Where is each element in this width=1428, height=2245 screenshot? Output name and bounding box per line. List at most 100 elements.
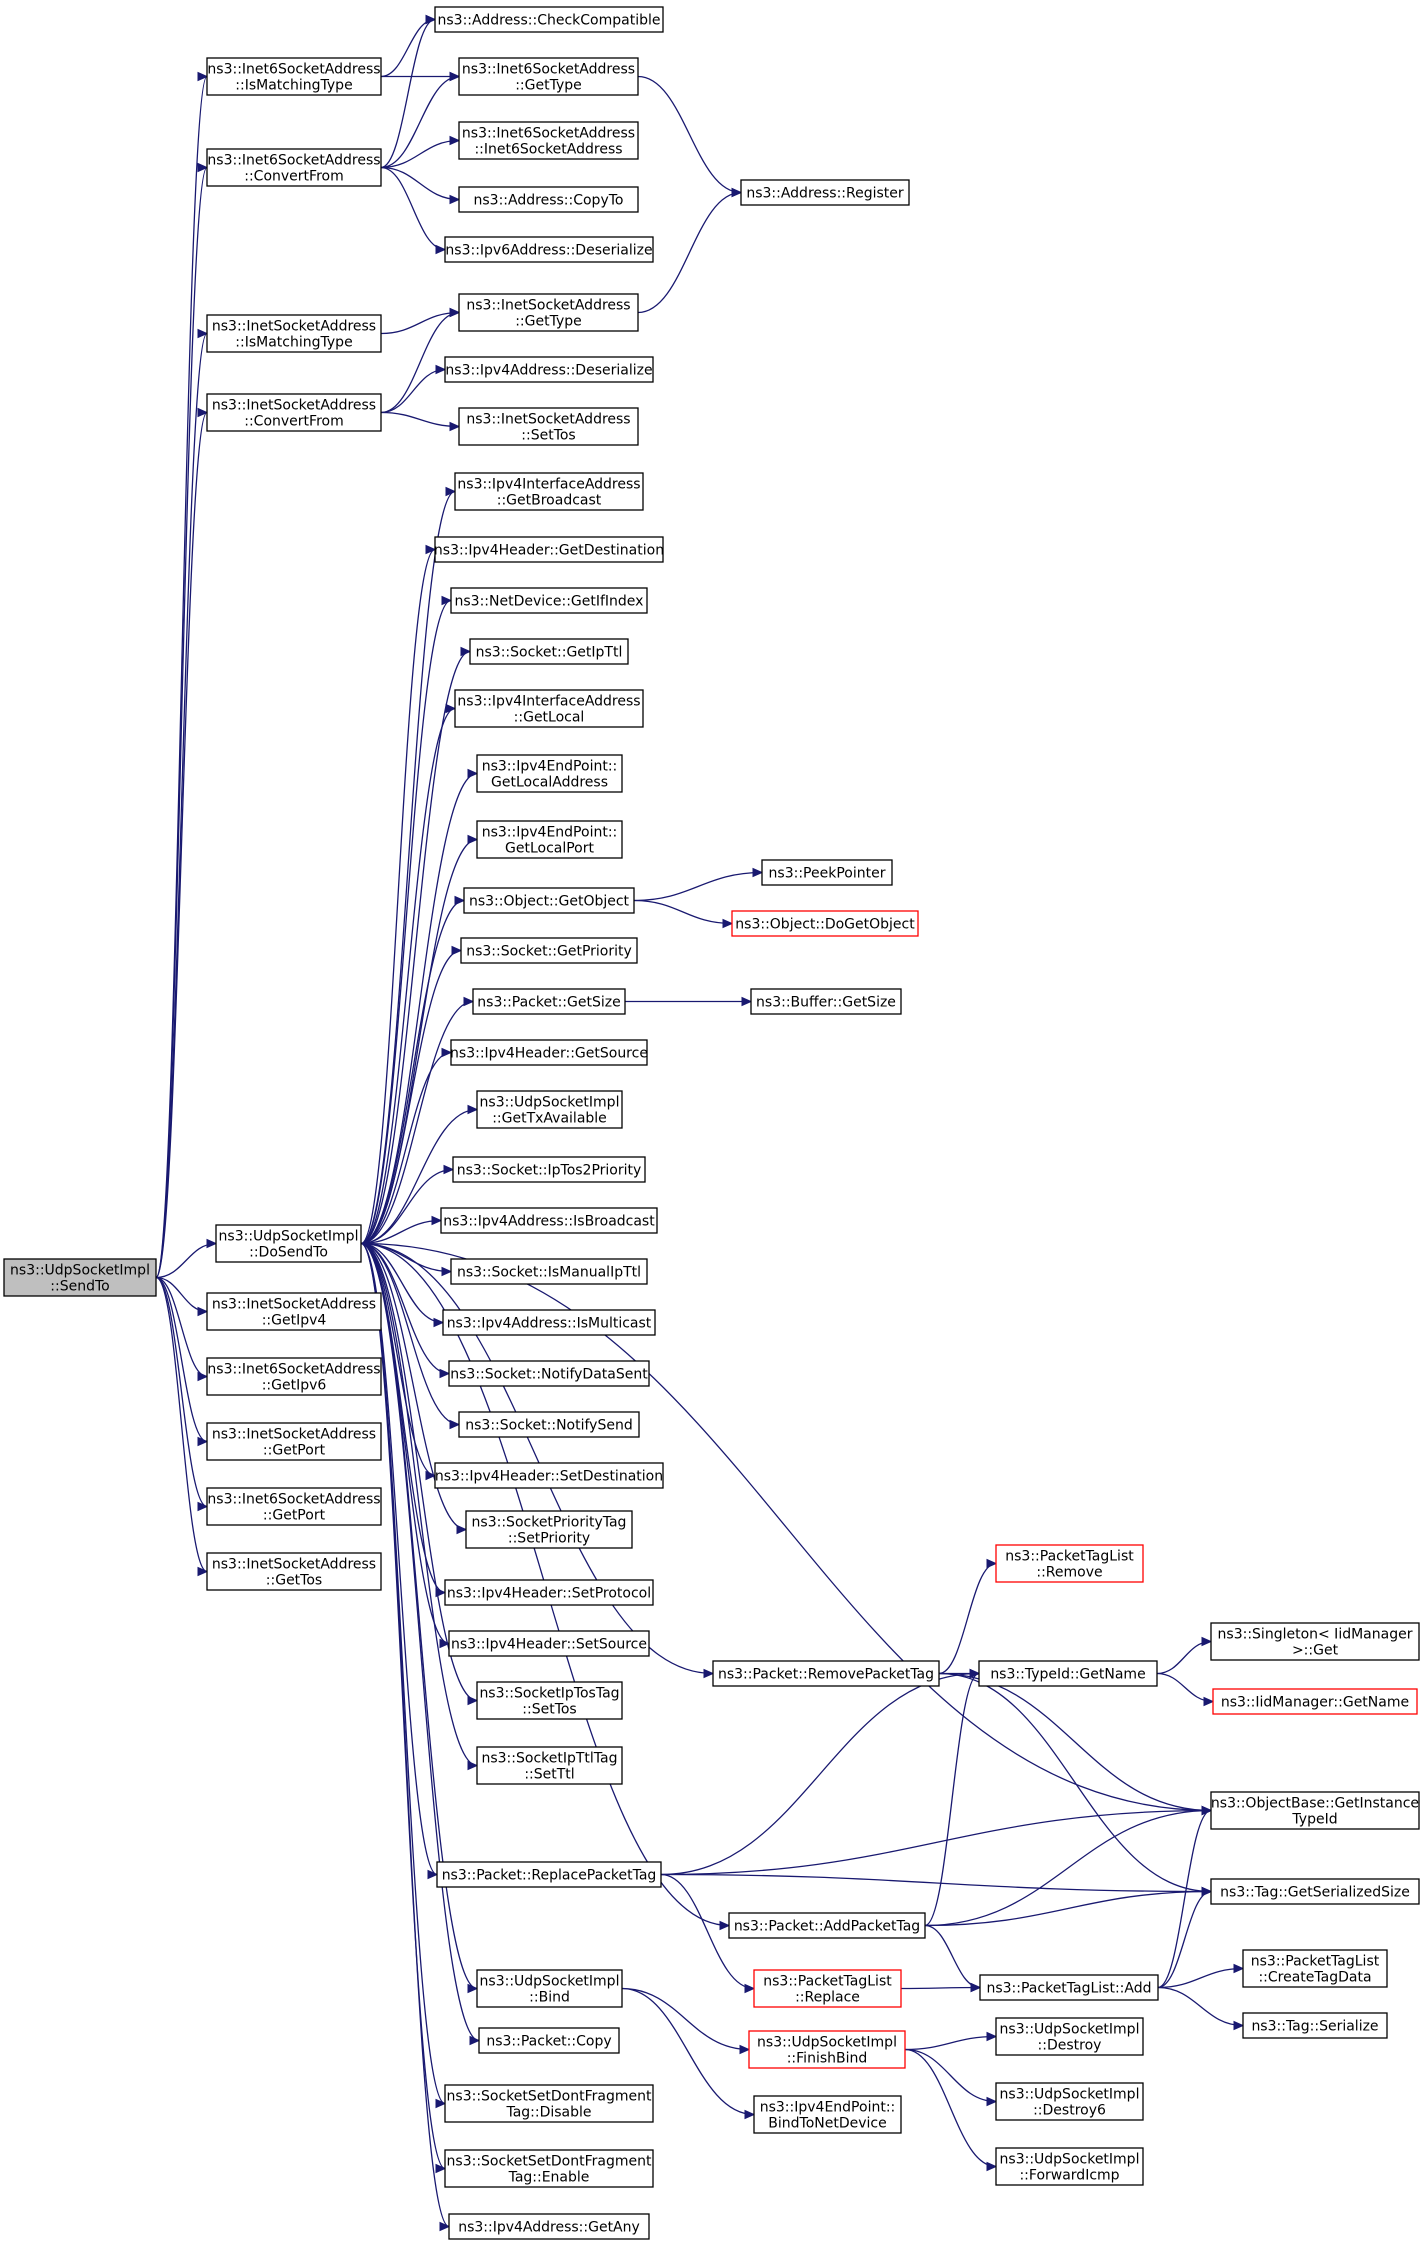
node-ptl-add[interactable]: ns3::PacketTagList::Add xyxy=(979,1974,1159,2001)
node-i6-convert[interactable]: ns3::Inet6SocketAddress::ConvertFrom xyxy=(206,148,382,187)
node-udp-destroy6[interactable]: ns3::UdpSocketImpl::Destroy6 xyxy=(995,2082,1144,2121)
node-pkt-copy[interactable]: ns3::Packet::Copy xyxy=(478,2027,620,2054)
node-i4-settos[interactable]: ns3::InetSocketAddress::SetTos xyxy=(458,407,639,446)
node-box xyxy=(206,314,382,353)
node-i4-convert[interactable]: ns3::InetSocketAddress::ConvertFrom xyxy=(206,393,382,432)
call-edge xyxy=(155,166,208,1279)
node-i4-getipv4[interactable]: ns3::InetSocketAddress::GetIpv4 xyxy=(206,1292,382,1331)
node-box xyxy=(444,2084,654,2123)
edge-arrowhead xyxy=(456,1524,468,1535)
node-iidmgr-getname[interactable]: ns3::IidManager::GetName xyxy=(1212,1688,1418,1715)
node-label: ns3::Packet::GetSize xyxy=(477,995,620,1011)
node-label: ns3::Ipv4Header::GetSource xyxy=(450,1046,648,1062)
call-edge xyxy=(924,1809,1212,1927)
edge-arrowhead xyxy=(460,646,472,657)
node-ipv4hdr-getdest[interactable]: ns3::Ipv4Header::GetDestination xyxy=(434,536,664,563)
node-ptl-replace[interactable]: ns3::PacketTagList::Replace xyxy=(753,1969,902,2008)
node-tag-serialize[interactable]: ns3::Tag::Serialize xyxy=(1242,2012,1388,2039)
node-addr-register[interactable]: ns3::Address::Register xyxy=(740,179,910,206)
node-udp-dosendto[interactable]: ns3::UdpSocketImpl::DoSendTo xyxy=(215,1224,362,1263)
node-ptl-remove[interactable]: ns3::PacketTagList::Remove xyxy=(995,1544,1144,1583)
node-i4-ismatch[interactable]: ns3::InetSocketAddress::IsMatchingType xyxy=(206,314,382,353)
edge-arrowhead xyxy=(467,834,479,845)
node-label: ns3::Ipv4Header::SetDestination xyxy=(435,1469,663,1485)
node-ipv4hdr-setproto[interactable]: ns3::Ipv4Header::SetProtocol xyxy=(444,1579,654,1606)
edge-arrowhead xyxy=(719,1920,731,1931)
node-udp-bind[interactable]: ns3::UdpSocketImpl::Bind xyxy=(476,1969,623,2008)
edge-arrowhead xyxy=(1203,1696,1215,1707)
node-ipv4if-getlocal[interactable]: ns3::Ipv4InterfaceAddress::GetLocal xyxy=(454,689,644,728)
node-sock-ismanualipttl[interactable]: ns3::Socket::IsManualIpTtl xyxy=(450,1258,648,1285)
node-label: ns3::UdpSocketImpl xyxy=(480,1095,620,1111)
node-sock-iptos2prio[interactable]: ns3::Socket::IpTos2Priority xyxy=(452,1156,646,1183)
node-i6-ctor[interactable]: ns3::Inet6SocketAddress::Inet6SocketAddr… xyxy=(458,121,639,160)
node-ptl-createtagdata[interactable]: ns3::PacketTagList::CreateTagData xyxy=(1242,1949,1388,1988)
node-i6-gettype[interactable]: ns3::Inet6SocketAddress::GetType xyxy=(458,57,639,96)
node-i4-gettype[interactable]: ns3::InetSocketAddress::GetType xyxy=(458,293,639,332)
call-edge xyxy=(900,1986,981,1990)
node-label: ns3::Packet::AddPacketTag xyxy=(734,1919,920,1935)
edge-arrowhead xyxy=(1201,1805,1213,1816)
node-sockiptostag-settos[interactable]: ns3::SocketIpTosTag::SetTos xyxy=(476,1681,623,1720)
node-ep-getlocalport[interactable]: ns3::Ipv4EndPoint::GetLocalPort xyxy=(476,820,623,859)
node-ipv4if-getbcast[interactable]: ns3::Ipv4InterfaceAddress::GetBroadcast xyxy=(454,472,644,511)
node-addr-copyto[interactable]: ns3::Address::CopyTo xyxy=(458,186,639,213)
node-label: ns3::Socket::NotifyDataSent xyxy=(450,1367,648,1383)
call-edge xyxy=(155,1276,208,1313)
node-sock-notifysend[interactable]: ns3::Socket::NotifySend xyxy=(458,1411,640,1438)
node-ipv4-deser[interactable]: ns3::Ipv4Address::Deserialize xyxy=(444,356,654,383)
node-sockipttltag-setttl[interactable]: ns3::SocketIpTtlTag::SetTtl xyxy=(476,1746,623,1785)
node-sock-getipttl[interactable]: ns3::Socket::GetIpTtl xyxy=(469,638,629,665)
node-sock-getpriority[interactable]: ns3::Socket::GetPriority xyxy=(460,937,638,964)
node-box xyxy=(448,2213,650,2240)
node-udp-destroy[interactable]: ns3::UdpSocketImpl::Destroy xyxy=(995,2017,1144,2056)
node-udp-fwdicmp[interactable]: ns3::UdpSocketImpl::ForwardIcmp xyxy=(995,2147,1144,2186)
node-peekpointer[interactable]: ns3::PeekPointer xyxy=(761,859,893,886)
node-i6-getipv6[interactable]: ns3::Inet6SocketAddress::GetIpv6 xyxy=(206,1357,382,1396)
node-box xyxy=(476,1969,623,2008)
node-ipv4-ismcast[interactable]: ns3::Ipv4Address::IsMulticast xyxy=(442,1309,656,1336)
node-label: ::FinishBind xyxy=(787,2051,868,2067)
node-ipv4-getany[interactable]: ns3::Ipv4Address::GetAny xyxy=(448,2213,650,2240)
node-typeid-getname[interactable]: ns3::TypeId::GetName xyxy=(978,1660,1158,1687)
node-i6-ismatch[interactable]: ns3::Inet6SocketAddress::IsMatchingType xyxy=(206,57,382,96)
node-label: ns3::Ipv4Address::IsBroadcast xyxy=(443,1214,655,1230)
node-label: ns3::PacketTagList xyxy=(763,1974,892,1990)
node-label: ::GetTxAvailable xyxy=(492,1111,607,1127)
node-ipv4hdr-setsource[interactable]: ns3::Ipv4Header::SetSource xyxy=(448,1630,650,1657)
node-ipv6-deser[interactable]: ns3::Ipv6Address::Deserialize xyxy=(444,236,654,263)
node-pkt-getsize[interactable]: ns3::Packet::GetSize xyxy=(472,988,626,1015)
node-ipv4-isbcast[interactable]: ns3::Ipv4Address::IsBroadcast xyxy=(440,1207,658,1234)
node-buf-getsize[interactable]: ns3::Buffer::GetSize xyxy=(750,988,902,1015)
node-pkt-removepkttag[interactable]: ns3::Packet::RemovePacketTag xyxy=(712,1660,940,1687)
node-ep-getlocaladdr[interactable]: ns3::Ipv4EndPoint::GetLocalAddress xyxy=(476,754,623,793)
node-box xyxy=(206,57,382,96)
node-pkt-addpkttag[interactable]: ns3::Packet::AddPacketTag xyxy=(728,1912,926,1939)
node-ipv4hdr-setdest[interactable]: ns3::Ipv4Header::SetDestination xyxy=(434,1462,664,1489)
node-obj-getobject[interactable]: ns3::Object::GetObject xyxy=(463,887,635,914)
node-sock-notifydatasent[interactable]: ns3::Socket::NotifyDataSent xyxy=(448,1360,650,1387)
node-addr-checkcompat[interactable]: ns3::Address::CheckCompatible xyxy=(434,6,664,33)
node-udp-gettxavail[interactable]: ns3::UdpSocketImpl::GetTxAvailable xyxy=(476,1090,623,1129)
node-label: ns3::UdpSocketImpl xyxy=(1000,2152,1140,2168)
node-i4-gettos[interactable]: ns3::InetSocketAddress::GetTos xyxy=(206,1552,382,1591)
node-ipv4hdr-getsource[interactable]: ns3::Ipv4Header::GetSource xyxy=(450,1039,648,1066)
node-box xyxy=(995,2082,1144,2121)
node-sockpriotag-setprio[interactable]: ns3::SocketPriorityTag::SetPriority xyxy=(465,1510,633,1549)
node-tag-getsersize[interactable]: ns3::Tag::GetSerializedSize xyxy=(1210,1878,1420,1905)
call-edge xyxy=(360,599,452,1245)
node-box xyxy=(465,1510,633,1549)
node-i4-getport[interactable]: ns3::InetSocketAddress::GetPort xyxy=(206,1422,382,1461)
node-netdev-getifindex[interactable]: ns3::NetDevice::GetIfIndex xyxy=(450,587,648,614)
node-root[interactable]: ns3::UdpSocketImpl::SendTo xyxy=(3,1258,157,1297)
node-udp-finishbind[interactable]: ns3::UdpSocketImpl::FinishBind xyxy=(748,2030,906,2069)
node-obj-dogetobject[interactable]: ns3::Object::DoGetObject xyxy=(731,910,919,937)
node-box xyxy=(458,293,639,332)
node-singleton-get[interactable]: ns3::Singleton< IidManager>::Get xyxy=(1210,1622,1420,1661)
node-i6-getport[interactable]: ns3::Inet6SocketAddress::GetPort xyxy=(206,1487,382,1526)
node-ep-bindtonetdev[interactable]: ns3::Ipv4EndPoint::BindToNetDevice xyxy=(753,2095,902,2134)
node-pkt-replacepkttag[interactable]: ns3::Packet::ReplacePacketTag xyxy=(436,1861,662,1888)
